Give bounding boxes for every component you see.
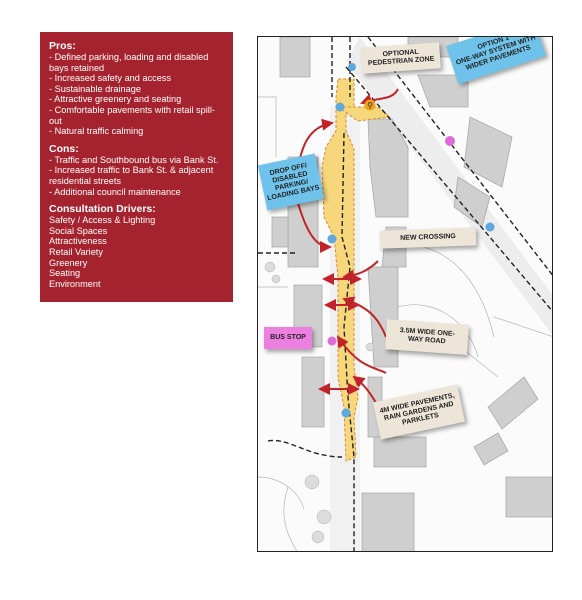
car-icon (348, 63, 356, 71)
street-map[interactable]: ⚲ OPTIONAL PEDESTRIAN ZONE OPTION 1 ONE-… (257, 36, 553, 552)
pros-heading: Pros: (49, 40, 76, 52)
bus-stop-label: BUS STOP (264, 327, 312, 349)
driver-item: Seating (49, 268, 81, 279)
cons-item: - Increased traffic to Bank St. & adjace… (49, 165, 214, 186)
one-way-road-label: 3.5M WIDE ONE- WAY ROAD (385, 319, 469, 355)
driver-item: Retail Variety (49, 246, 103, 257)
cons-item: - Additional council maintenance (49, 186, 181, 197)
car-icon (341, 408, 351, 418)
cons-heading: Cons: (49, 142, 79, 155)
route-lines (258, 37, 552, 551)
new-crossing-label: NEW CROSSING (379, 227, 477, 249)
pros-item: - Attractive greenery and seating (49, 94, 182, 105)
driver-item: Environment (49, 278, 101, 289)
car-icon (335, 102, 345, 112)
drivers-heading: Consultation Drivers: (49, 203, 156, 216)
info-panel: Pros: - Defined parking, loading and dis… (40, 32, 233, 302)
svg-text:⚲: ⚲ (367, 101, 373, 110)
pedestrian-zone-label: OPTIONAL PEDESTRIAN ZONE (361, 42, 441, 74)
driver-item: Social Spaces (49, 225, 108, 236)
cons-item: - Traffic and Southbound bus via Bank St… (49, 154, 219, 165)
pros-item: - Natural traffic calming (49, 126, 144, 137)
driver-item: Greenery (49, 257, 88, 268)
car-icon (485, 222, 495, 232)
driver-item: Attractiveness (49, 236, 107, 247)
bus-stop-icon (445, 136, 455, 146)
car-icon (327, 234, 337, 244)
driver-item: Safety / Access & Lighting (49, 215, 156, 226)
bus-stop-icon (327, 336, 337, 346)
street-zone (321, 78, 359, 462)
map-drawing: ⚲ (258, 37, 552, 551)
pros-item: - Increased safety and access (49, 73, 172, 84)
pedestrian-icon: ⚲ (364, 99, 376, 111)
pros-item: - Defined parking, loading and disabled … (49, 52, 209, 73)
pros-item: - Comfortable pavements with retail spil… (49, 104, 215, 126)
pros-item: - Sustainable drainage (49, 83, 141, 94)
